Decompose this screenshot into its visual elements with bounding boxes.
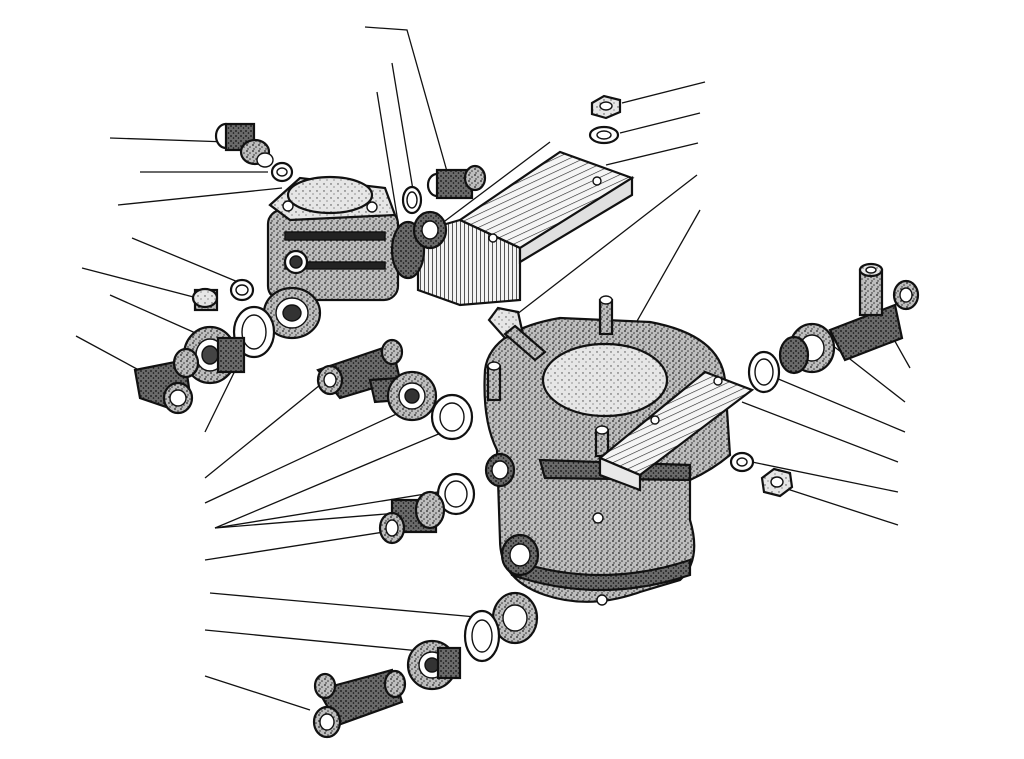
leader-line — [619, 112, 701, 134]
leader-line — [81, 267, 206, 301]
leader-line — [751, 461, 899, 493]
leader-line — [109, 294, 201, 336]
leader-line — [631, 209, 701, 331]
leader-line — [775, 377, 906, 433]
leader-line — [621, 81, 706, 104]
leader-line — [376, 91, 399, 223]
middle-fittings — [312, 338, 501, 739]
lock-washer-right — [729, 451, 755, 473]
leader-line — [204, 675, 311, 711]
leader-line — [777, 485, 899, 526]
leader-line — [214, 511, 411, 529]
washer-right — [747, 350, 781, 394]
tee-fitting-right — [828, 262, 920, 362]
mounting-bolt — [487, 306, 547, 362]
elbow-fitting — [133, 347, 200, 415]
main-valve-body — [483, 316, 732, 645]
leader-line — [75, 335, 149, 376]
washer-lower — [463, 609, 501, 663]
leader-line — [204, 384, 321, 479]
nut-right — [760, 467, 794, 498]
leader-lines — [75, 26, 911, 711]
washer-middle-upper — [430, 393, 474, 441]
adapter-nut-upper — [386, 370, 438, 422]
main-bracket — [597, 370, 755, 492]
leader-line — [391, 62, 414, 191]
upper-valve-body — [262, 175, 426, 340]
right-side-fittings — [729, 262, 920, 498]
leader-line — [204, 409, 406, 504]
washer-middle-lower — [436, 472, 476, 516]
valve-studs — [486, 295, 614, 458]
top-left-fitting — [214, 122, 294, 183]
plug-and-washer — [191, 278, 255, 312]
leader-line — [605, 142, 699, 166]
tee-fitting-lower — [312, 668, 407, 739]
leader-line — [131, 237, 239, 283]
leader-line — [117, 187, 283, 206]
top-nut — [590, 94, 622, 120]
top-right-fitting — [401, 164, 487, 250]
leader-line — [209, 592, 477, 618]
union-nut-right — [778, 322, 836, 375]
tee-fitting-upper — [316, 338, 404, 404]
top-lock-washer — [588, 125, 620, 145]
leader-line — [511, 174, 698, 319]
leader-line — [214, 429, 449, 529]
leader-line — [432, 141, 551, 231]
leader-line — [204, 629, 421, 652]
adapter-nut-lower — [406, 639, 462, 691]
leader-line — [364, 26, 449, 176]
leader-line — [109, 137, 229, 143]
main-valve-assembly — [483, 94, 755, 645]
upper-valve-assembly — [133, 122, 635, 415]
leader-line — [204, 531, 385, 561]
leader-line — [741, 401, 899, 463]
leader-line — [214, 489, 451, 529]
union-middle — [378, 490, 446, 545]
